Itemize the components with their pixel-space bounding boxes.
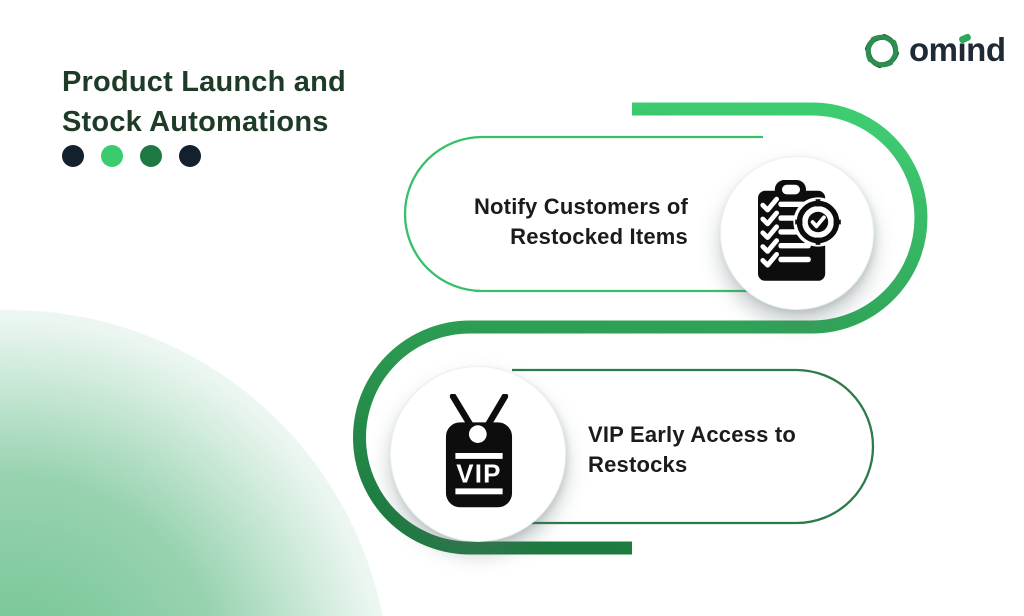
vip-tag-icon: VIP xyxy=(445,394,513,508)
accent-dot xyxy=(101,145,123,167)
step2-label-line1: VIP Early Access to xyxy=(588,422,797,447)
clipboard-clip xyxy=(782,184,800,195)
step1-label-line2: Restocked Items xyxy=(510,224,688,249)
title-accent-dots xyxy=(62,145,201,167)
vip-tag-label: VIP xyxy=(456,459,501,489)
checklist-target-icon xyxy=(758,180,843,281)
accent-dot xyxy=(62,145,84,167)
swirl-logo-icon xyxy=(864,34,899,69)
step2-pill-border xyxy=(512,368,875,525)
page-title-line1: Product Launch and xyxy=(62,66,346,98)
target-check-badge xyxy=(793,197,843,247)
step1-label: Notify Customers of Restocked Items xyxy=(420,192,688,252)
page-title: Product Launch and Stock Automations xyxy=(62,62,346,142)
tag-hole xyxy=(468,425,487,443)
s-curve-band xyxy=(353,102,928,555)
page-title-line2: Stock Automations xyxy=(62,106,329,138)
step1-label-line1: Notify Customers of xyxy=(473,194,688,219)
checklist-checks xyxy=(760,196,779,268)
brand-logo-text: omind xyxy=(909,31,1006,68)
brand-logo: omind xyxy=(862,26,1006,74)
step1-pill-border xyxy=(403,135,763,293)
accent-dot xyxy=(140,145,162,167)
accent-dot xyxy=(179,145,201,167)
step2-label-line2: Restocks xyxy=(588,452,688,477)
step2-label: VIP Early Access to Restocks xyxy=(588,420,858,480)
